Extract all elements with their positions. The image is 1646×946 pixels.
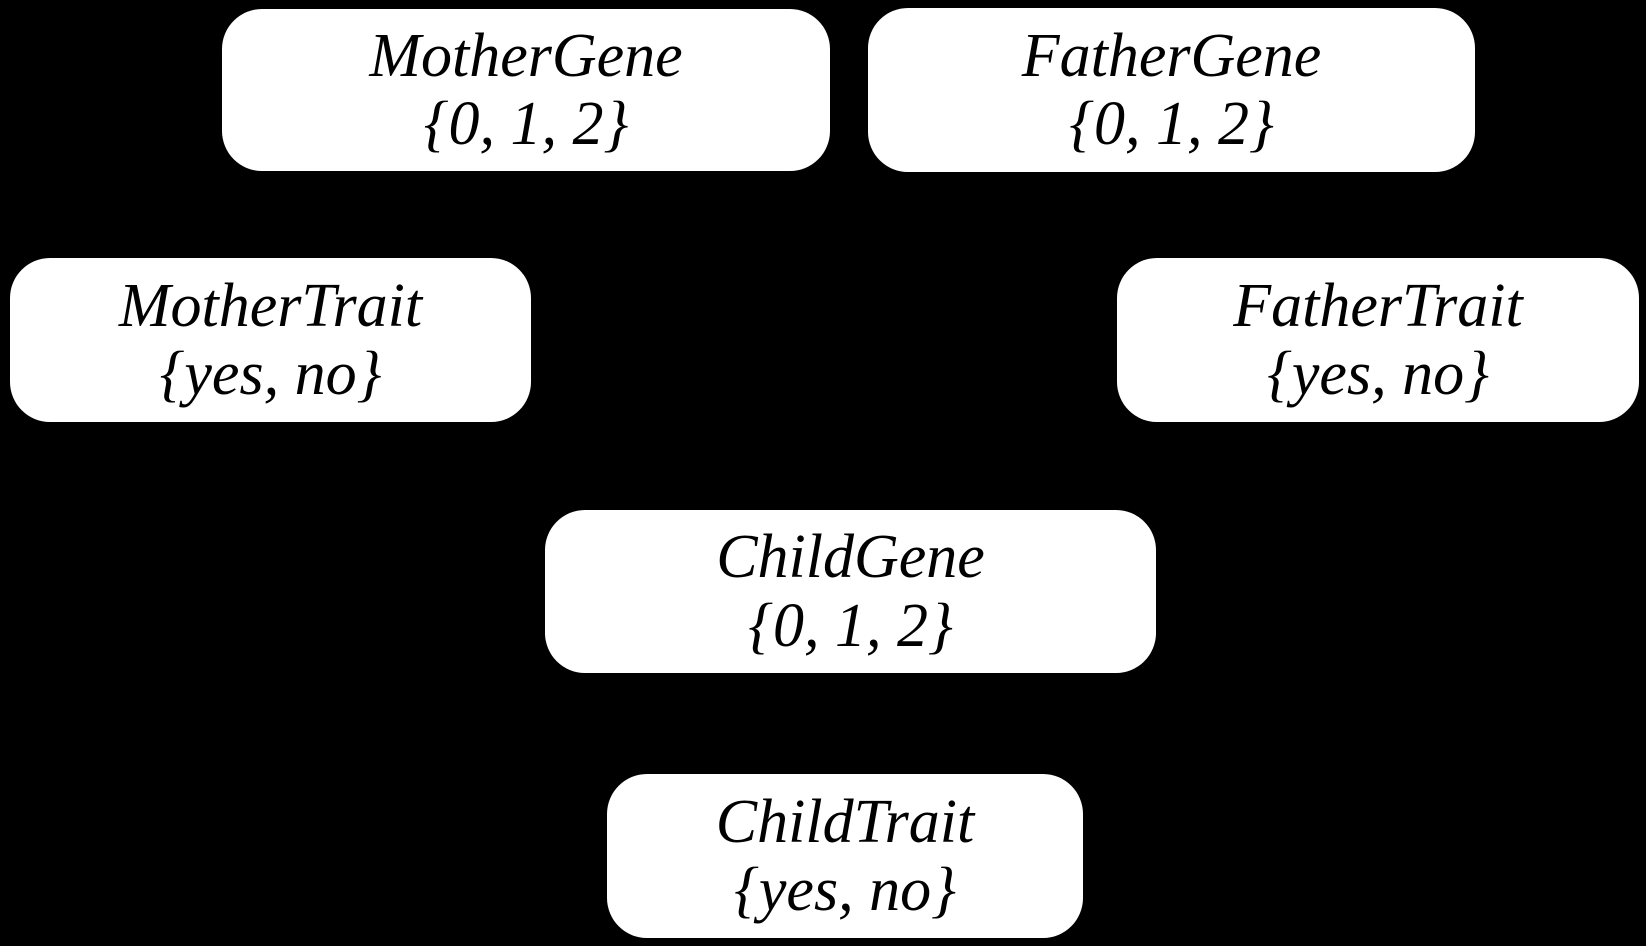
node-mother-gene: MotherGene {0, 1, 2}	[222, 9, 830, 171]
node-father-trait: FatherTrait {yes, no}	[1117, 258, 1639, 422]
node-mother-trait-label: MotherTrait	[118, 271, 423, 340]
node-mother-trait: MotherTrait {yes, no}	[10, 258, 531, 422]
node-child-trait-label: ChildTrait	[715, 787, 975, 856]
node-father-gene-label: FatherGene	[1021, 21, 1322, 90]
node-child-gene-values: {0, 1, 2}	[748, 591, 953, 660]
node-father-trait-label: FatherTrait	[1233, 271, 1523, 340]
node-mother-gene-values: {0, 1, 2}	[423, 90, 629, 158]
node-child-trait-values: {yes, no}	[734, 856, 956, 924]
node-father-trait-values: {yes, no}	[1267, 340, 1489, 408]
node-father-gene: FatherGene {0, 1, 2}	[868, 8, 1475, 172]
node-mother-gene-label: MotherGene	[369, 21, 683, 90]
node-child-gene: ChildGene {0, 1, 2}	[545, 510, 1156, 673]
node-father-gene-values: {0, 1, 2}	[1069, 90, 1274, 158]
node-mother-trait-values: {yes, no}	[159, 340, 382, 408]
node-child-trait: ChildTrait {yes, no}	[607, 774, 1083, 938]
node-child-gene-label: ChildGene	[716, 523, 985, 592]
